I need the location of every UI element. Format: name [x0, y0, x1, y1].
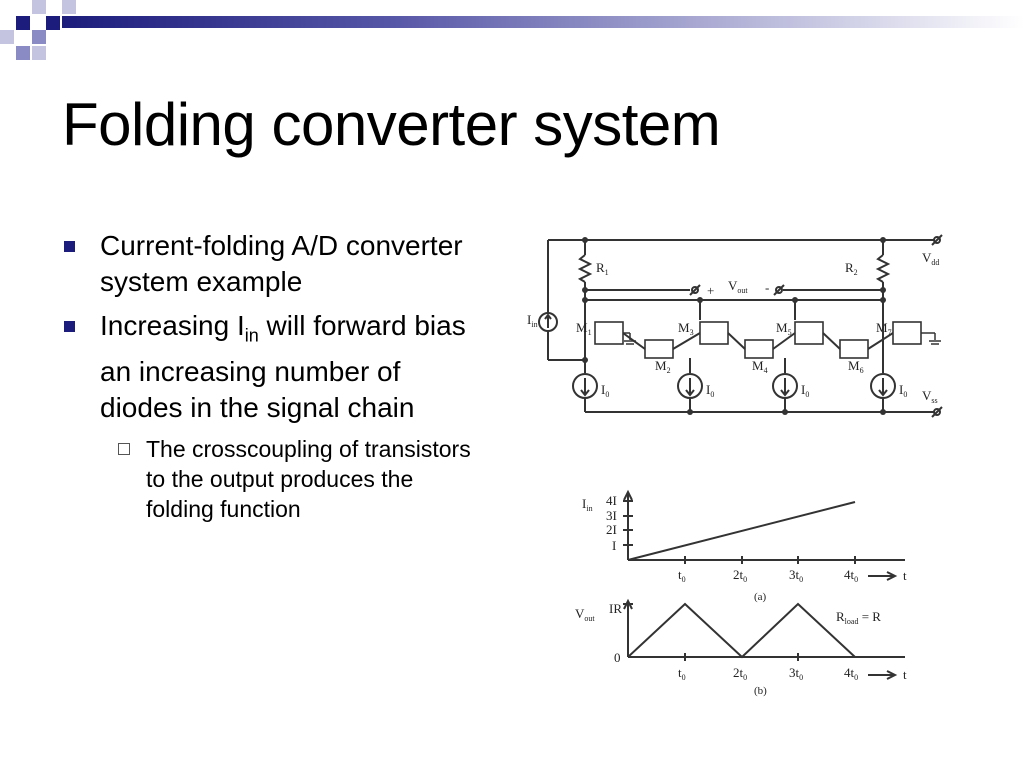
- sub-bullet-text: The crosscoupling of transistors to the …: [146, 435, 471, 522]
- graph-b-ytick-top: IR: [609, 601, 622, 616]
- vout-plus-label: +: [707, 283, 714, 298]
- vdd-label: Vdd: [922, 250, 939, 267]
- i0-label: I0: [706, 382, 714, 399]
- graph-a-ytick: 3I: [606, 508, 617, 523]
- circuit-diagram: [538, 234, 943, 418]
- graph-a-xtick: 2t0: [733, 567, 747, 584]
- square-bullet-icon: [64, 321, 75, 332]
- graph-a-xlabel: t: [903, 568, 907, 583]
- graph-a-caption: (a): [754, 591, 767, 603]
- graph-b-xtick: 2t0: [733, 665, 747, 682]
- graph-b-xtick: t0: [678, 665, 686, 682]
- i0-label: I0: [601, 382, 609, 399]
- i0-label: I0: [899, 382, 907, 399]
- bullet-item: Current-folding A/D converter system exa…: [62, 228, 482, 300]
- square-bullet-icon: [64, 241, 75, 252]
- m6-label: M6: [848, 358, 864, 375]
- graph-b-ytick-zero: 0: [614, 650, 621, 665]
- m3-label: M3: [678, 320, 694, 337]
- bullet-list: Current-folding A/D converter system exa…: [62, 228, 482, 532]
- vout-folding-waveform: [627, 602, 856, 659]
- bullet-text: Current-folding A/D converter system exa…: [100, 230, 463, 297]
- r1-label: R1: [596, 260, 609, 277]
- graph-a-ytick: I: [612, 538, 616, 553]
- bullet-item: Increasing Iin will forward bias an incr…: [62, 308, 482, 524]
- sub-bullet-list: The crosscoupling of transistors to the …: [100, 434, 482, 524]
- graph-b-caption: (b): [754, 685, 767, 697]
- vss-label: Vss: [922, 388, 938, 405]
- graph-b-ylabel: Vout: [575, 606, 595, 623]
- m1-label: M1: [576, 320, 592, 337]
- iin-label: Iin: [527, 312, 538, 329]
- header-banner: [0, 0, 1024, 60]
- m7-label: M7: [876, 320, 892, 337]
- vout-label: Vout: [728, 278, 748, 295]
- m2-label: M2: [655, 358, 671, 375]
- m5-label: M5: [776, 320, 792, 337]
- sub-bullet-item: The crosscoupling of transistors to the …: [100, 434, 482, 524]
- graph-b-xtick: 4t0: [844, 665, 858, 682]
- graph-b: Vout IR 0 Rload = R t0 2t0 3t0 4t0 t (b): [575, 598, 907, 697]
- graph-a-ytick: 4I: [606, 493, 617, 508]
- graph-b-xlabel: t: [903, 667, 907, 682]
- graph-b-legend: Rload = R: [836, 609, 881, 626]
- page-title: Folding converter system: [62, 91, 721, 158]
- graph-b-xtick: 3t0: [789, 665, 803, 682]
- graph-a-xtick: t0: [678, 567, 686, 584]
- graph-a-xtick: 4t0: [844, 567, 858, 584]
- iin-ramp-line: [627, 501, 856, 561]
- circuit-labels: Vdd Vss R1 R2 + Vout - Iin M1 M2 M3 M4 M…: [527, 250, 939, 405]
- m4-label: M4: [752, 358, 768, 375]
- i0-label: I0: [801, 382, 809, 399]
- vout-minus-label: -: [765, 280, 769, 295]
- graph-a: Iin 4I 3I 2I I t0 2t0 3t0 4t0 t (a): [582, 489, 907, 603]
- graph-a-ytick: 2I: [606, 522, 617, 537]
- hollow-square-bullet-icon: [118, 442, 130, 455]
- bullet-text: Increasing Iin will forward bias an incr…: [100, 310, 466, 423]
- graph-a-ylabel: Iin: [582, 496, 593, 513]
- graph-a-xtick: 3t0: [789, 567, 803, 584]
- r2-label: R2: [845, 260, 858, 277]
